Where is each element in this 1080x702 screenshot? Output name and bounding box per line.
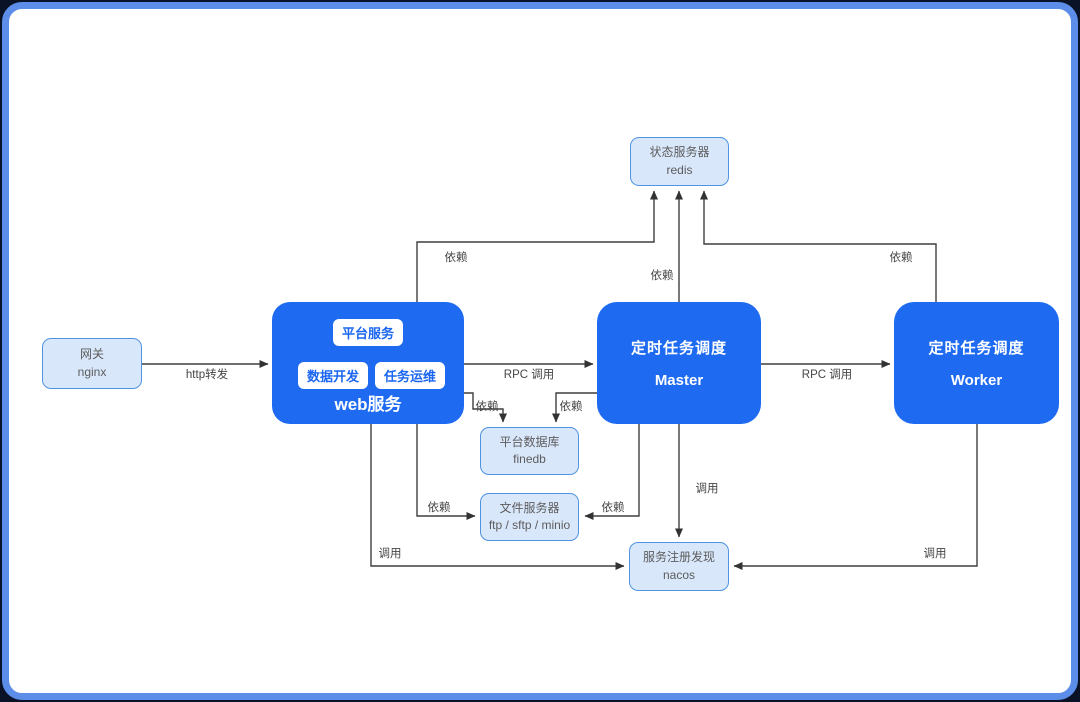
edge-label-dep-web-finedb: 依赖	[475, 401, 499, 413]
edge-label-dep-web-fileserver: 依赖	[427, 502, 451, 514]
node-finedb: 平台数据库 finedb	[480, 427, 579, 475]
edge-label-rpc-web-master: RPC 调用	[503, 369, 555, 381]
node-worker-title: 定时任务调度	[928, 340, 1025, 357]
node-redis-subtitle: redis	[666, 162, 693, 177]
node-gateway-subtitle: nginx	[77, 364, 107, 379]
node-web-service: 平台服务 数据开发 任务运维 web服务	[272, 302, 464, 424]
edge-label-rpc-master-worker: RPC 调用	[801, 369, 853, 381]
node-nacos-subtitle: nacos	[662, 567, 696, 582]
edge-label-dep-web-redis: 依赖	[444, 252, 468, 264]
node-web-service-title: web服务	[334, 395, 402, 414]
edge-label-dep-master-redis: 依赖	[650, 270, 674, 282]
node-master-title: 定时任务调度	[630, 340, 727, 357]
node-gateway-title: 网关	[79, 347, 104, 362]
edge-label-call-web-nacos: 调用	[378, 548, 402, 560]
node-finedb-title: 平台数据库	[499, 434, 560, 449]
tag-platform-service: 平台服务	[332, 319, 404, 346]
tag-data-development: 数据开发	[298, 362, 369, 389]
node-nacos: 服务注册发现 nacos	[629, 542, 729, 591]
diagram-canvas: 网关 nginx 状态服务器 redis 平台数据库 finedb 文件服务器 …	[9, 9, 1071, 693]
edge-label-call-worker-nacos: 调用	[923, 548, 947, 560]
node-finedb-subtitle: finedb	[513, 452, 546, 466]
node-worker: 定时任务调度 Worker	[894, 302, 1059, 424]
node-worker-subtitle: Worker	[950, 372, 1003, 389]
node-redis-title: 状态服务器	[649, 145, 710, 160]
arrow-worker-to-redis	[700, 190, 937, 302]
node-fileserver: 文件服务器 ftp / sftp / minio	[480, 493, 579, 541]
node-gateway: 网关 nginx	[42, 338, 142, 389]
edge-label-call-master-nacos: 调用	[695, 483, 719, 495]
node-nacos-title: 服务注册发现	[642, 550, 715, 565]
node-master: 定时任务调度 Master	[597, 302, 761, 424]
edge-label-dep-master-finedb: 依赖	[559, 401, 583, 413]
node-master-subtitle: Master	[654, 372, 704, 389]
edge-label-http-forward: http转发	[185, 369, 229, 381]
node-fileserver-title: 文件服务器	[499, 500, 560, 515]
tag-task-ops: 任务运维	[375, 362, 446, 389]
arrow-web-to-redis	[416, 190, 658, 302]
node-fileserver-subtitle: ftp / sftp / minio	[488, 518, 571, 532]
edge-label-dep-worker-redis: 依赖	[889, 252, 913, 264]
node-redis: 状态服务器 redis	[630, 137, 729, 186]
edge-label-dep-master-fileserver: 依赖	[601, 502, 625, 514]
